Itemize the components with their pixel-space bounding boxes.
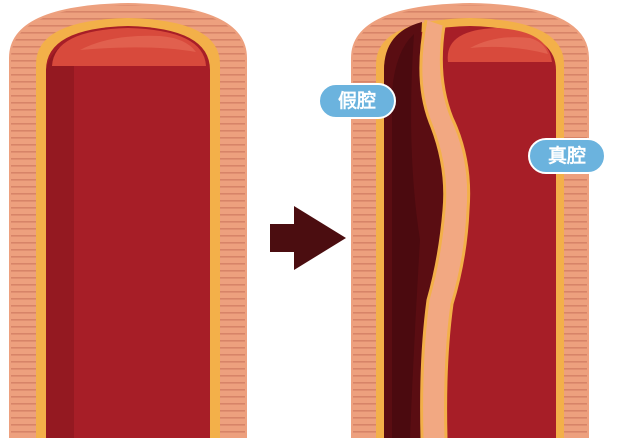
false-lumen-label-text: 假腔 [338,89,376,112]
false-lumen-label-bg [318,83,396,119]
true-lumen-cap-shine [470,37,548,54]
dissected-artery [351,2,589,438]
dissection-flap [420,20,469,438]
normal-artery [9,2,247,438]
false-lumen-label: 假腔 [318,83,396,119]
dissection-flap-inner-edge [439,25,471,438]
normal-artery-lumen-shade [46,40,74,438]
true-lumen-label: 真腔 [528,138,606,174]
false-lumen-shade [392,34,420,438]
normal-artery-cap-shine [80,35,196,52]
dissection-flap-edge [419,19,447,438]
normal-artery-lumen [46,26,210,438]
true-lumen-label-text: 真腔 [548,144,586,167]
right-arrow-icon [270,206,346,270]
true-lumen-label-bg [528,138,606,174]
